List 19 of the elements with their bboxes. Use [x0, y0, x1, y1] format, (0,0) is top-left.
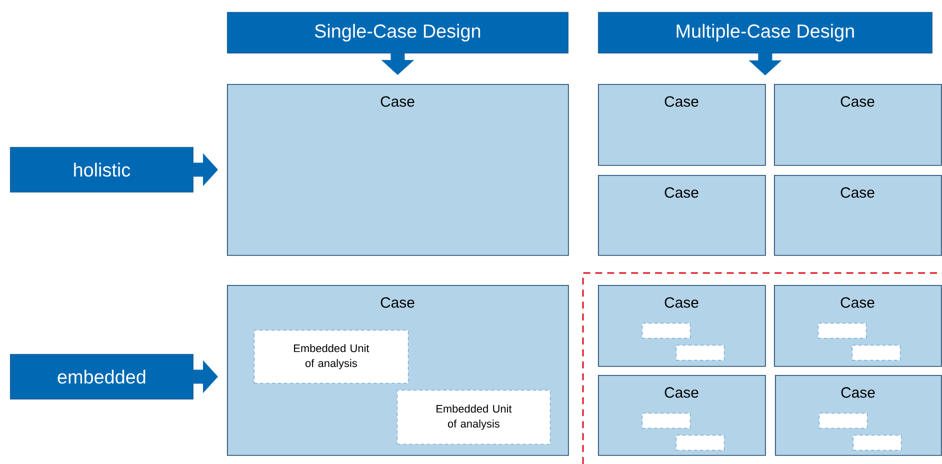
header-box: Multiple-Case Design — [598, 12, 932, 54]
embedded-unit-box — [676, 435, 724, 450]
header-box: embedded — [10, 354, 194, 400]
case-box: Case — [227, 84, 569, 256]
embedded-unit-box — [642, 323, 690, 338]
case-box: Case — [774, 84, 942, 166]
case-box: Case — [774, 175, 942, 256]
embedded-unit-box — [853, 435, 902, 450]
embedded-unit-box: Embedded Unit of analysis — [254, 330, 408, 384]
embedded-unit-box: Embedded Unit of analysis — [397, 390, 550, 444]
header-box: holistic — [10, 147, 194, 192]
embedded-unit-box — [676, 345, 724, 360]
header-box: Single-Case Design — [227, 12, 568, 54]
embedded-unit-box — [818, 323, 866, 338]
embedded-unit-box — [642, 413, 690, 428]
embedded-unit-box — [852, 345, 900, 360]
case-box: Case — [598, 84, 766, 166]
embedded-unit-box — [819, 413, 868, 428]
case-box: Case — [598, 175, 766, 256]
